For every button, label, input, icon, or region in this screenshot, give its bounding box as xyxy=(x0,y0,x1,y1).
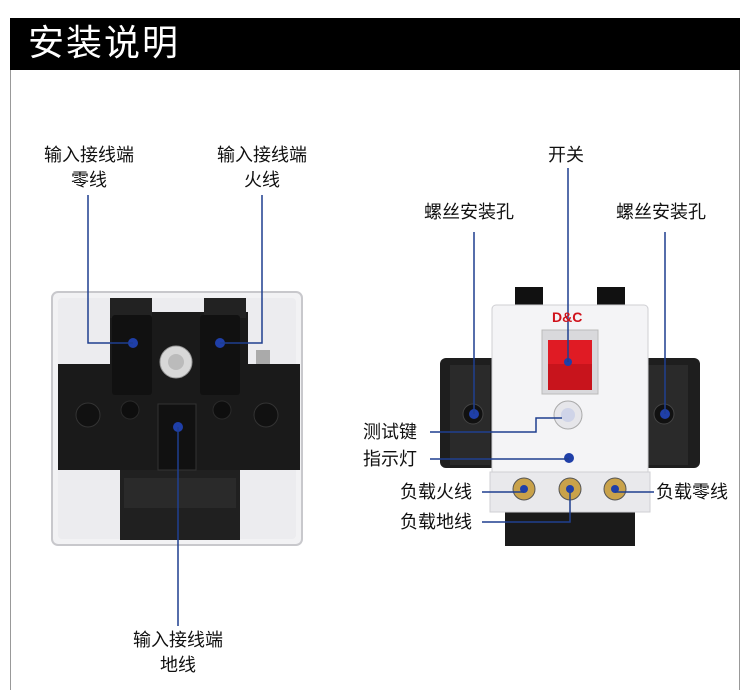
ground-input-line2: 地线 xyxy=(160,655,196,676)
screw-hole-right-label: 螺丝安装孔 xyxy=(616,202,706,223)
ground-input-line1: 输入接线端 xyxy=(133,630,223,651)
brand-logo-text: D&C xyxy=(552,309,583,325)
section-title: 安装说明 xyxy=(28,23,181,64)
content-frame xyxy=(10,70,740,690)
load-ground-label: 负载地线 xyxy=(400,512,472,533)
load-live-label: 负载火线 xyxy=(400,482,472,503)
load-neutral-label: 负载零线 xyxy=(656,482,728,503)
neutral-input-label: 输入接线端 零线 xyxy=(34,145,144,192)
section-header: 安装说明 xyxy=(10,18,740,70)
test-key-label: 测试键 xyxy=(363,422,417,443)
live-input-line2: 火线 xyxy=(244,170,280,191)
switch-label: 开关 xyxy=(548,145,584,166)
product-illustration xyxy=(51,168,700,626)
live-input-label: 输入接线端 火线 xyxy=(207,145,317,192)
right-device xyxy=(430,168,700,546)
neutral-input-line1: 输入接线端 xyxy=(44,145,134,166)
neutral-input-line2: 零线 xyxy=(71,170,107,191)
indicator-label: 指示灯 xyxy=(363,449,417,470)
screw-hole-left-label: 螺丝安装孔 xyxy=(424,202,514,223)
live-input-line1: 输入接线端 xyxy=(217,145,307,166)
left-device xyxy=(51,195,303,626)
